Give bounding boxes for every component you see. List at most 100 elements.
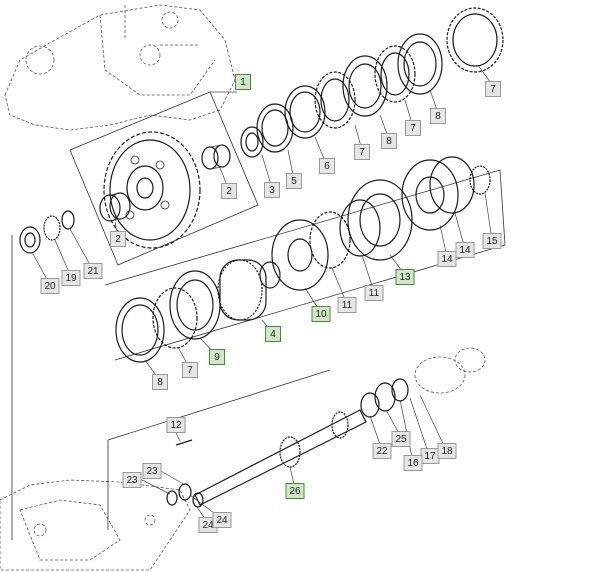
callout-box bbox=[381, 133, 397, 149]
callout-box bbox=[285, 483, 305, 499]
transmission-housing-top bbox=[4, 4, 236, 131]
top-clutch-pack bbox=[240, 7, 504, 158]
lower-row-parts bbox=[115, 259, 281, 363]
callout-number: 5 bbox=[291, 176, 297, 187]
callout-19: 19 bbox=[61, 270, 81, 286]
callout-box bbox=[482, 233, 502, 249]
callout-number: 19 bbox=[65, 273, 77, 284]
callout-1: 1 bbox=[235, 74, 251, 90]
callout-13: 13 bbox=[395, 269, 415, 285]
callout-number: 13 bbox=[399, 272, 411, 283]
callout-number: 7 bbox=[410, 123, 416, 134]
roll-pin bbox=[175, 439, 193, 446]
callout-box bbox=[337, 297, 357, 313]
callout-box bbox=[437, 251, 457, 267]
callout-number: 18 bbox=[441, 446, 453, 457]
callout-box bbox=[221, 183, 237, 199]
callout-7b: 7 bbox=[405, 120, 421, 136]
callout-number: 15 bbox=[486, 236, 498, 247]
callout-7d: 7 bbox=[182, 362, 198, 378]
transmission-housing-bottom bbox=[0, 479, 191, 571]
callout-box bbox=[110, 231, 126, 247]
callout-4: 4 bbox=[265, 326, 281, 342]
callout-box bbox=[485, 81, 501, 97]
callout-number: 20 bbox=[44, 281, 56, 292]
callout-box bbox=[209, 349, 225, 365]
callout-18: 18 bbox=[437, 443, 457, 459]
callout-box bbox=[364, 285, 384, 301]
callout-number: 7 bbox=[490, 84, 496, 95]
callout-number: 26 bbox=[289, 486, 301, 497]
callout-number: 24 bbox=[202, 520, 214, 531]
middle-row-parts bbox=[19, 156, 491, 291]
callout-23a: 23 bbox=[122, 472, 142, 488]
callout-number: 3 bbox=[269, 185, 275, 196]
callout-25: 25 bbox=[391, 431, 411, 447]
callout-14a: 14 bbox=[455, 242, 475, 258]
needle-bearing-right bbox=[201, 144, 231, 170]
callout-number: 11 bbox=[369, 288, 380, 299]
callout-box bbox=[264, 182, 280, 198]
callout-24b: 24 bbox=[212, 512, 232, 528]
callout-box bbox=[166, 417, 186, 433]
callout-6: 6 bbox=[319, 158, 335, 174]
callout-box bbox=[311, 306, 331, 322]
assembly-brackets bbox=[11, 91, 506, 540]
callout-12: 12 bbox=[166, 417, 186, 433]
callout-number: 24 bbox=[216, 515, 228, 526]
callout-number: 10 bbox=[315, 309, 327, 320]
callout-box bbox=[40, 278, 60, 294]
callout-number: 4 bbox=[270, 329, 276, 340]
large-spur-gear bbox=[103, 131, 201, 249]
callout-box bbox=[354, 144, 370, 160]
callout-number: 11 bbox=[342, 300, 353, 311]
callout-number: 8 bbox=[435, 111, 441, 122]
callout-box bbox=[395, 269, 415, 285]
callout-box bbox=[235, 74, 251, 90]
callout-number: 21 bbox=[87, 266, 99, 277]
callout-21: 21 bbox=[83, 263, 103, 279]
callout-number: 8 bbox=[386, 136, 392, 147]
callout-10: 10 bbox=[311, 306, 331, 322]
callout-number: 7 bbox=[359, 147, 365, 158]
callout-number: 2 bbox=[226, 186, 232, 197]
callout-11a: 11 bbox=[364, 285, 384, 301]
callout-box bbox=[61, 270, 81, 286]
callout-number: 25 bbox=[395, 434, 407, 445]
callout-2a: 2 bbox=[221, 183, 237, 199]
callout-box bbox=[403, 455, 423, 471]
main-shaft bbox=[166, 409, 367, 508]
callout-number: 14 bbox=[441, 254, 453, 265]
callout-17: 17 bbox=[420, 448, 440, 464]
callout-8b: 8 bbox=[381, 133, 397, 149]
callout-2b: 2 bbox=[110, 231, 126, 247]
callout-16: 16 bbox=[403, 455, 423, 471]
shaft-bearings bbox=[360, 347, 486, 418]
callout-22: 22 bbox=[372, 443, 392, 459]
callout-11b: 11 bbox=[337, 297, 357, 313]
callout-number: 6 bbox=[324, 161, 330, 172]
callout-number: 22 bbox=[376, 446, 388, 457]
callout-23b: 23 bbox=[142, 463, 162, 479]
callout-8a: 8 bbox=[430, 108, 446, 124]
callout-box bbox=[182, 362, 198, 378]
callout-number: 16 bbox=[407, 458, 419, 469]
callout-box bbox=[286, 173, 302, 189]
callout-box bbox=[152, 374, 168, 390]
callout-3: 3 bbox=[264, 182, 280, 198]
callout-box bbox=[437, 443, 457, 459]
callout-7a: 7 bbox=[485, 81, 501, 97]
callout-number: 1 bbox=[240, 77, 246, 88]
callout-number: 23 bbox=[126, 475, 138, 486]
callout-14b: 14 bbox=[437, 251, 457, 267]
callout-20: 20 bbox=[40, 278, 60, 294]
callout-5: 5 bbox=[286, 173, 302, 189]
callout-number: 2 bbox=[115, 234, 121, 245]
callout-number: 8 bbox=[157, 377, 163, 388]
callout-box bbox=[122, 472, 142, 488]
needle-bearing-left bbox=[99, 192, 131, 222]
callout-box bbox=[430, 108, 446, 124]
callout-box bbox=[142, 463, 162, 479]
callout-box bbox=[265, 326, 281, 342]
